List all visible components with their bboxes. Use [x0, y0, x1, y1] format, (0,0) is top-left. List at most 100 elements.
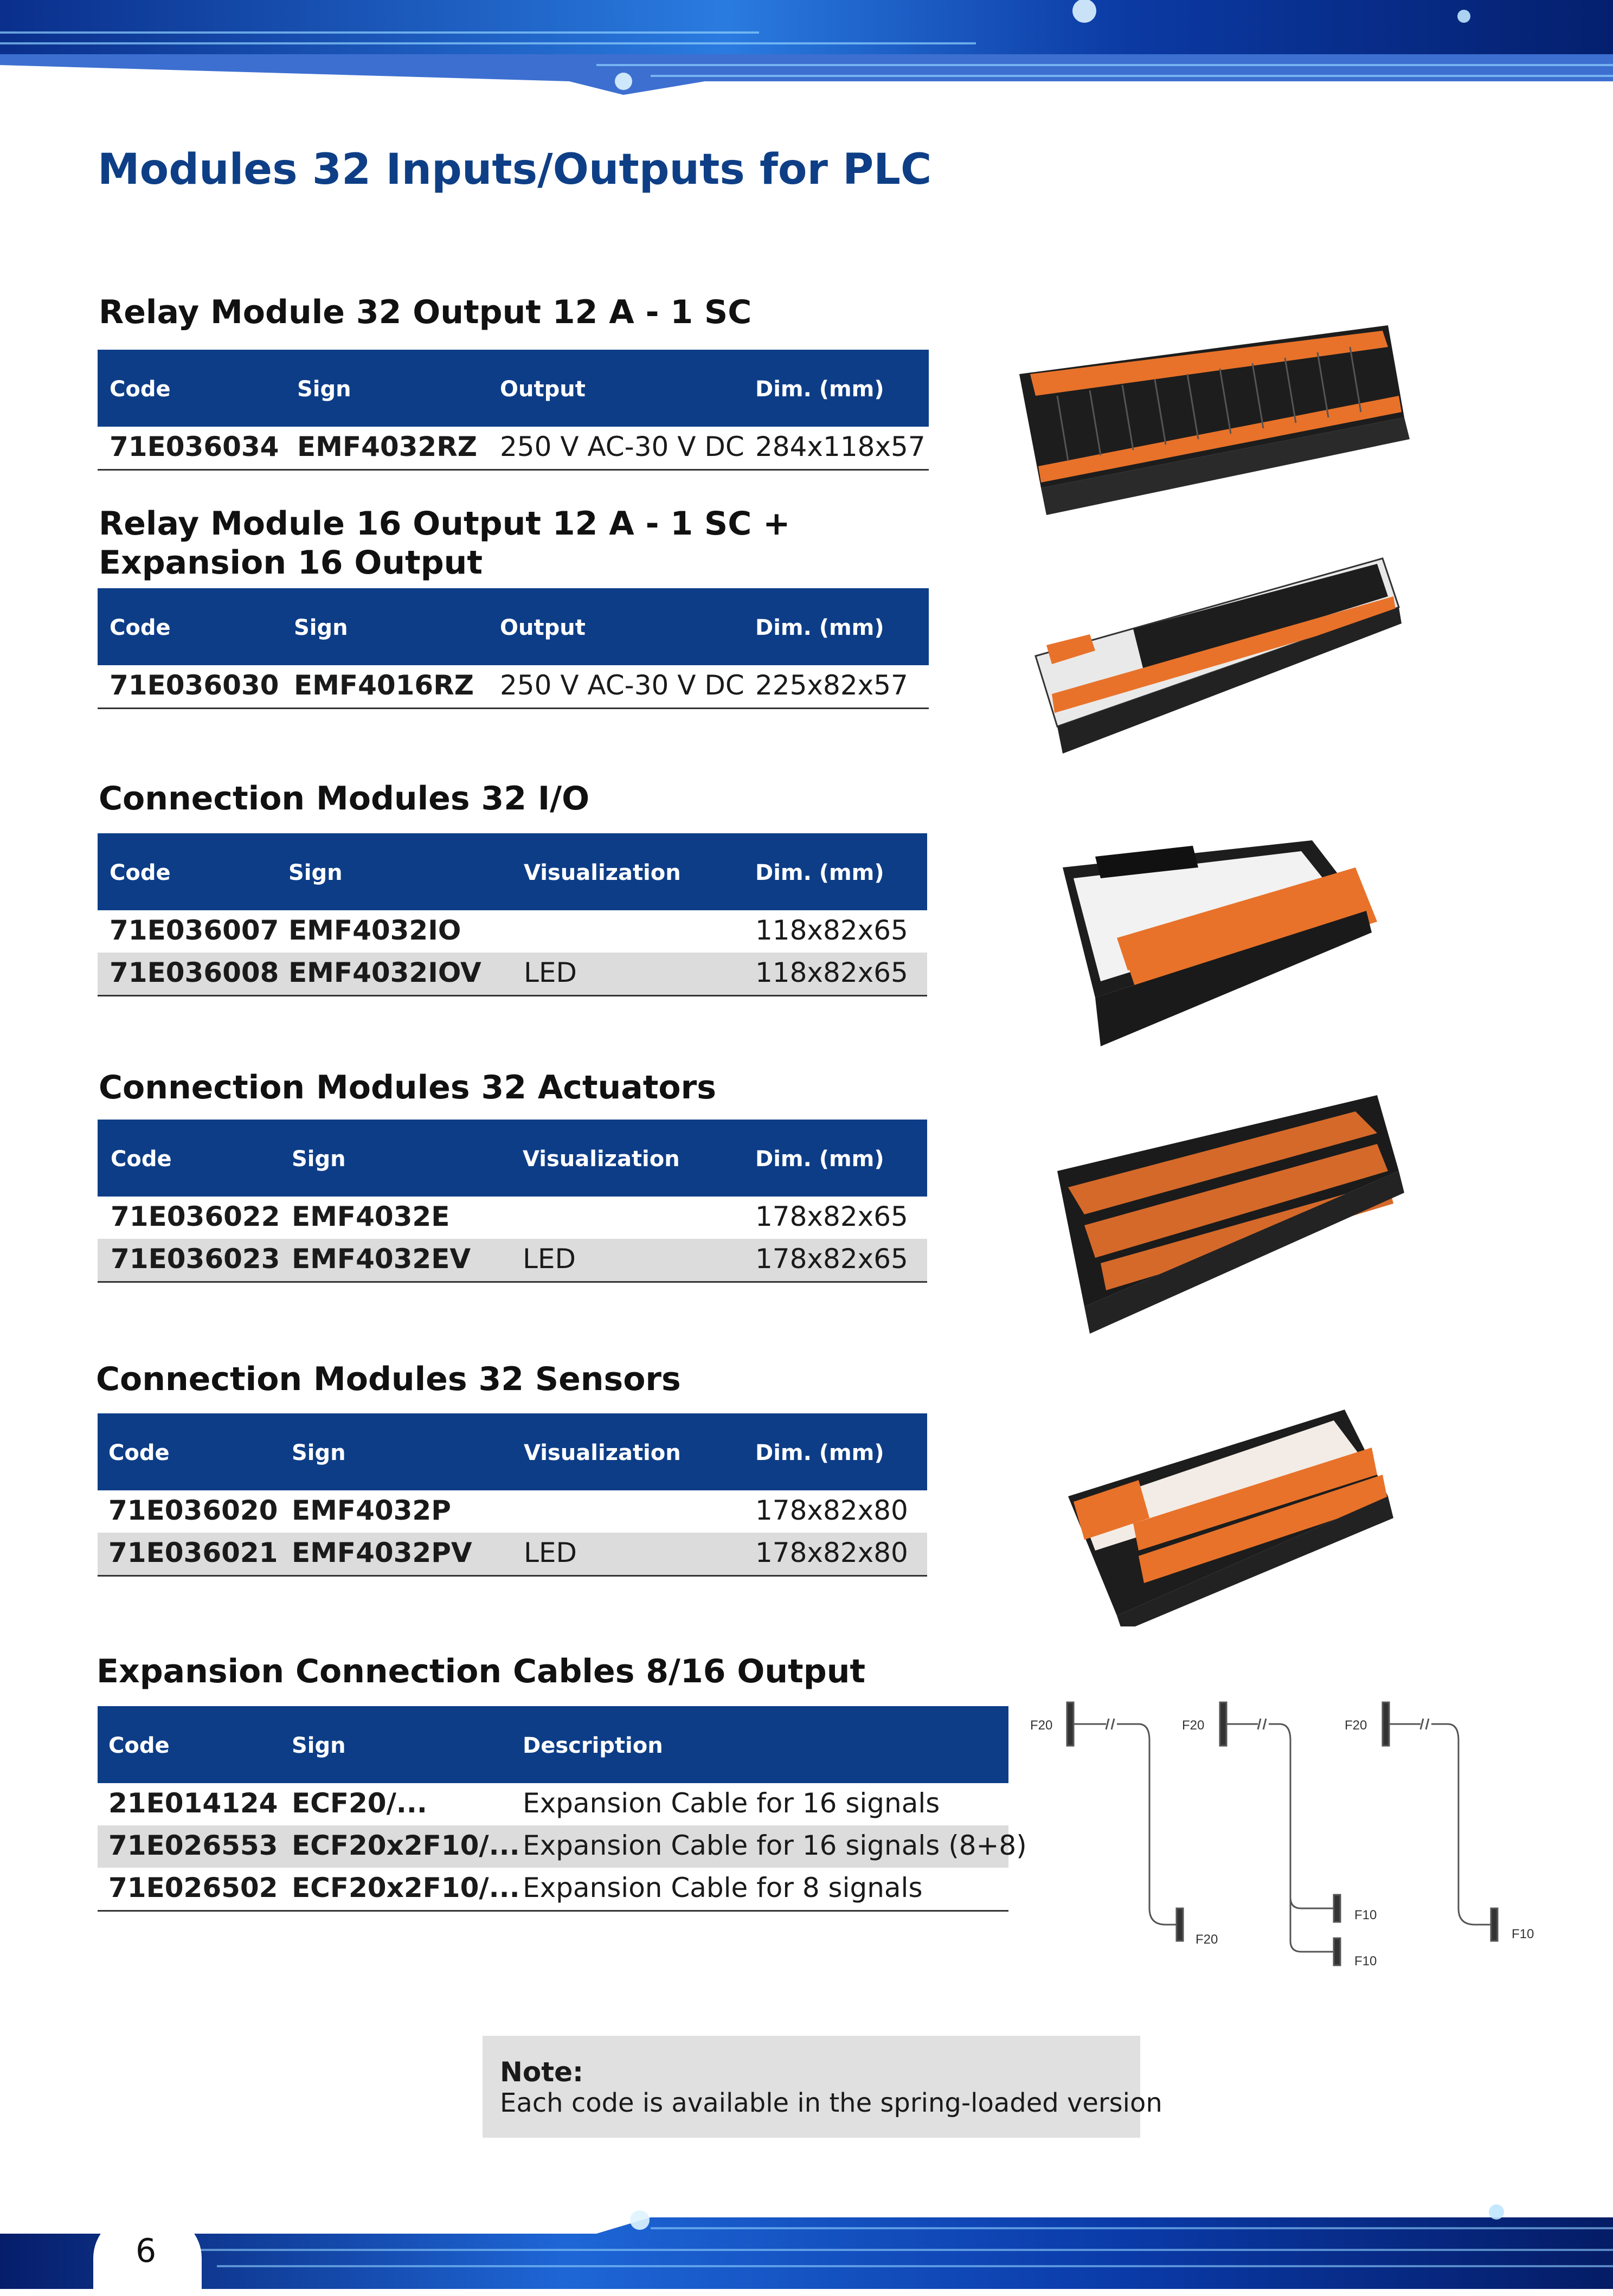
col-header-sign: Sign — [292, 1147, 346, 1172]
cable-label: F20 — [1182, 1718, 1204, 1733]
cell-visualization: LED — [524, 957, 577, 988]
cell-dim: 118x82x65 — [755, 915, 908, 946]
section-title-relay-32: Relay Module 32 Output 12 A - 1 SC — [99, 293, 752, 331]
cable-label: F20 — [1030, 1718, 1052, 1733]
section-title-sensors: Connection Modules 32 Sensors — [96, 1360, 681, 1398]
col-header-description: Description — [523, 1733, 663, 1758]
sensors-table: Code Sign Visualization Dim. (mm) 71E036… — [98, 1413, 927, 1577]
cell-visualization: LED — [523, 1243, 576, 1275]
relay-32-table: Code Sign Output Dim. (mm) 71E036034 EMF… — [98, 350, 929, 471]
section-title-io: Connection Modules 32 I/O — [99, 780, 590, 818]
col-header-code: Code — [110, 615, 171, 640]
col-header-code: Code — [111, 1147, 172, 1172]
table-row: 71E036008 EMF4032IOV LED 118x82x65 — [98, 953, 927, 995]
cell-dim: 178x82x65 — [755, 1243, 908, 1275]
cell-code: 71E036030 — [110, 670, 279, 701]
cell-code: 71E026553 — [108, 1830, 278, 1861]
cell-sign: EMF4032IOV — [288, 957, 481, 988]
cell-dim: 178x82x80 — [755, 1537, 908, 1568]
cell-sign: EMF4032EV — [292, 1243, 471, 1275]
table-row: 71E026502 ECF20x2F10/... Expansion Cable… — [98, 1868, 1008, 1910]
cell-sign: EMF4016RZ — [294, 670, 474, 701]
table-header: Code Sign Visualization Dim. (mm) — [98, 833, 927, 910]
cell-sign: ECF20x2F10/... — [292, 1830, 520, 1861]
table-row: 71E036021 EMF4032PV LED 178x82x80 — [98, 1533, 927, 1575]
cable-label: F20 — [1345, 1718, 1367, 1733]
table-header: Code Sign Visualization Dim. (mm) — [98, 1120, 927, 1197]
col-header-output: Output — [500, 377, 586, 402]
cable-label: F10 — [1354, 1908, 1377, 1922]
cell-sign: EMF4032P — [292, 1495, 451, 1526]
table-row: 71E036020 EMF4032P 178x82x80 — [98, 1490, 927, 1533]
col-header-dim: Dim. (mm) — [755, 1440, 884, 1465]
table-row: 71E036030 EMF4016RZ 250 V AC-30 V DC 225… — [98, 665, 929, 708]
cell-code: 71E036021 — [108, 1537, 278, 1568]
table-header: Code Sign Output Dim. (mm) — [98, 588, 929, 665]
col-header-code: Code — [108, 1733, 170, 1758]
note-title: Note: — [500, 2056, 584, 2088]
col-header-sign: Sign — [288, 860, 343, 885]
cable-label: F20 — [1196, 1932, 1218, 1947]
page-number: 6 — [136, 2232, 157, 2270]
cell-sign: EMF4032RZ — [297, 431, 477, 462]
cell-sign: ECF20x2F10/... — [292, 1872, 520, 1903]
relay-module-32-image — [1019, 325, 1410, 515]
cable-label: F10 — [1354, 1954, 1377, 1969]
section-title-relay-16: Relay Module 16 Output 12 A - 1 SC + Exp… — [99, 505, 791, 582]
section-title-actuators: Connection Modules 32 Actuators — [99, 1069, 716, 1107]
col-header-output: Output — [500, 615, 586, 640]
cell-code: 71E036034 — [110, 431, 279, 462]
table-row: 71E036023 EMF4032EV LED 178x82x65 — [98, 1239, 927, 1281]
table-row: 71E036007 EMF4032IO 118x82x65 — [98, 910, 927, 953]
top-banner — [0, 0, 1613, 95]
cell-dim: 178x82x65 — [755, 1201, 908, 1232]
col-header-visualization: Visualization — [523, 1147, 680, 1172]
col-header-dim: Dim. (mm) — [755, 860, 884, 885]
cell-dim: 178x82x80 — [755, 1495, 908, 1526]
table-header: Code Sign Output Dim. (mm) — [98, 350, 929, 427]
cell-dim: 225x82x57 — [755, 670, 908, 701]
relay-module-16-image — [1034, 557, 1402, 754]
connection-module-io-image — [1063, 840, 1377, 1046]
page-number-tab: 6 — [93, 2215, 202, 2296]
cell-code: 71E036020 — [108, 1495, 278, 1526]
actuators-table: Code Sign Visualization Dim. (mm) 71E036… — [98, 1120, 927, 1283]
cell-sign: ECF20/... — [292, 1787, 427, 1819]
cables-table: Code Sign Description 21E014124 ECF20/..… — [98, 1706, 1027, 1912]
connection-module-actuators-image — [1057, 1095, 1404, 1334]
col-header-dim: Dim. (mm) — [755, 1147, 884, 1172]
col-header-code: Code — [108, 1440, 170, 1465]
note-box: Note: Each code is available in the spri… — [483, 2036, 1162, 2138]
col-header-dim: Dim. (mm) — [755, 377, 884, 402]
col-header-sign: Sign — [292, 1733, 346, 1758]
col-header-code: Code — [110, 377, 171, 402]
cell-dim: 284x118x57 — [755, 431, 926, 462]
cable-label: F10 — [1512, 1927, 1534, 1941]
cell-sign: EMF4032IO — [288, 915, 461, 946]
table-row: 21E014124 ECF20/... Expansion Cable for … — [98, 1783, 1008, 1825]
cell-description: Expansion Cable for 16 signals — [523, 1787, 940, 1819]
cell-code: 71E036023 — [111, 1243, 280, 1275]
col-header-dim: Dim. (mm) — [755, 615, 884, 640]
col-header-visualization: Visualization — [524, 1440, 681, 1465]
page-title: Modules 32 Inputs/Outputs for PLC — [98, 145, 932, 194]
connection-module-sensors-image — [1068, 1410, 1393, 1626]
cell-code: 71E026502 — [108, 1872, 278, 1903]
cell-code: 21E014124 — [108, 1787, 278, 1819]
col-header-visualization: Visualization — [524, 860, 681, 885]
cell-visualization: LED — [524, 1537, 577, 1568]
cell-dim: 118x82x65 — [755, 957, 908, 988]
cell-code: 71E036022 — [111, 1201, 280, 1232]
table-header: Code Sign Visualization Dim. (mm) — [98, 1413, 927, 1490]
bottom-banner — [0, 2204, 1613, 2289]
col-header-code: Code — [110, 860, 171, 885]
expansion-cable-diagram: F20 F20 F20 F10 F10 F20 F10 — [1030, 1701, 1534, 1969]
cell-output: 250 V AC-30 V DC — [500, 670, 744, 701]
cell-code: 71E036007 — [110, 915, 279, 946]
cell-description: Expansion Cable for 16 signals (8+8) — [523, 1830, 1027, 1861]
io-table: Code Sign Visualization Dim. (mm) 71E036… — [98, 833, 927, 996]
note-body: Each code is available in the spring-loa… — [500, 2088, 1162, 2118]
cell-description: Expansion Cable for 8 signals — [523, 1872, 923, 1903]
relay-16-table: Code Sign Output Dim. (mm) 71E036030 EMF… — [98, 588, 929, 709]
section-title-cables: Expansion Connection Cables 8/16 Output — [97, 1652, 866, 1690]
